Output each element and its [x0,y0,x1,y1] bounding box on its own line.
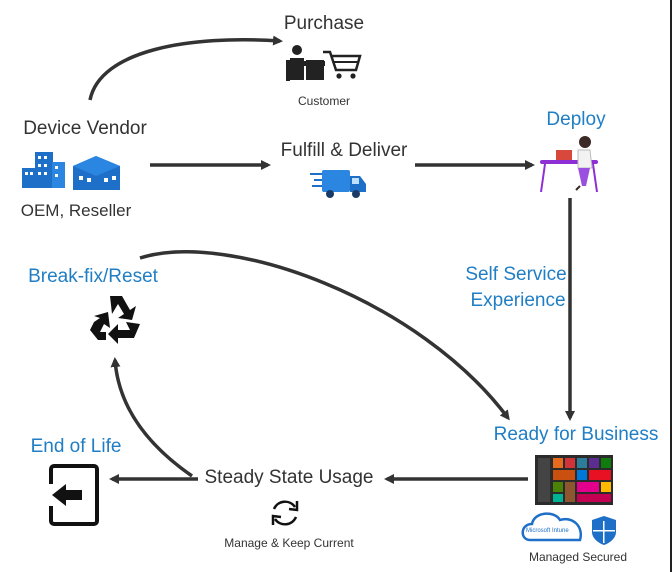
frame-border [670,0,672,572]
fulfill-deliver-title: Fulfill & Deliver [280,140,408,161]
arrow-steady-to-breakfix [110,357,193,478]
recycle-icon [90,296,140,344]
self-service-line2: Experience [470,290,566,311]
person-at-desk-icon [540,136,598,193]
security-shield-icon [592,516,616,545]
intune-cloud-icon [521,512,583,542]
self-service-line1: Self Service [465,264,567,285]
start-screen-thumbnail [535,455,613,505]
device-vendor-title: Device Vendor [23,118,147,139]
delivery-truck-icon [310,170,366,198]
break-fix-title: Break-fix/Reset [28,266,158,287]
sync-icon [271,500,299,526]
exit-door-icon [46,464,99,526]
deploy-title: Deploy [546,109,606,130]
ready-for-business-title: Ready for Business [493,424,659,445]
steady-state-caption: Manage & Keep Current [224,536,354,550]
buildings-icon [22,152,120,190]
purchase-caption: Customer [297,94,351,108]
intune-label: Microsoft Intune [526,528,569,534]
arrow-breakfix-to-ready [139,250,510,421]
steady-state-title: Steady State Usage [204,467,374,488]
customer-cart-icon [286,45,362,81]
arrow-vendor-to-purchase [88,35,283,101]
end-of-life-title: End of Life [30,436,122,457]
purchase-title: Purchase [283,13,365,34]
managed-secured-caption: Managed Secured [528,550,628,564]
device-vendor-caption: OEM, Reseller [20,201,132,220]
